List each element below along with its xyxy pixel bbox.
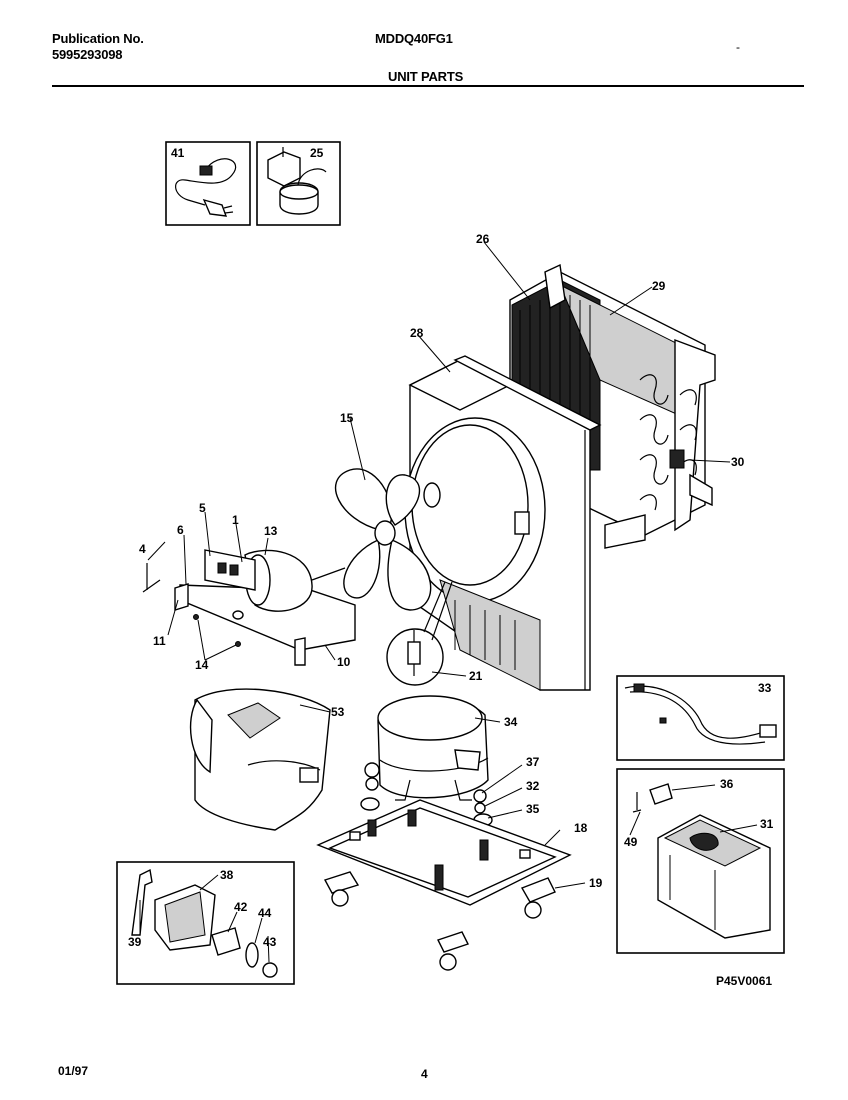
inset-float-switch xyxy=(116,861,295,985)
callout-53: 53 xyxy=(331,705,345,719)
callout-29: 29 xyxy=(652,279,666,293)
callout-42: 42 xyxy=(234,900,248,914)
compressor-cover xyxy=(189,688,331,831)
callout-34: 34 xyxy=(504,715,518,729)
dash-mark: - xyxy=(736,40,740,54)
callout-26: 26 xyxy=(476,232,490,246)
callout-21: 21 xyxy=(469,669,483,683)
compressor xyxy=(377,695,489,801)
callout-30: 30 xyxy=(731,455,745,469)
callouts: 41 25 26 29 28 15 30 5 1 6 13 4 11 14 10… xyxy=(128,146,774,949)
callout-5: 5 xyxy=(199,501,206,515)
callout-19: 19 xyxy=(589,876,603,890)
fan-blade xyxy=(334,468,432,611)
model-number: MDDQ40FG1 xyxy=(375,31,453,46)
callout-13: 13 xyxy=(264,524,278,538)
publication-date: 01/97 xyxy=(58,1064,89,1078)
header-rule xyxy=(52,85,804,87)
callout-36: 32 xyxy=(526,779,540,793)
inset-compressor-overload xyxy=(256,141,341,226)
fan-motor-assembly xyxy=(142,549,356,666)
inset-thermistor xyxy=(386,581,453,686)
inset-wiring-harness xyxy=(616,675,785,761)
callout-15: 15 xyxy=(340,411,354,425)
callout-44: 44 xyxy=(258,906,272,920)
callout-39: 39 xyxy=(128,935,142,949)
inset-water-bucket xyxy=(616,768,785,954)
callout-6: 6 xyxy=(177,523,184,537)
callout-49: 49 xyxy=(624,835,638,849)
callout-25: 25 xyxy=(310,146,324,160)
callout-32: 36 xyxy=(720,777,734,791)
inset-power-cord xyxy=(165,141,251,226)
callout-14: 14 xyxy=(195,658,209,672)
casters xyxy=(323,871,556,971)
callout-4: 4 xyxy=(139,542,146,556)
callout-43: 43 xyxy=(263,935,277,949)
fan-shroud xyxy=(404,355,602,691)
callout-31: 31 xyxy=(760,817,774,831)
publication-label: Publication No. xyxy=(52,31,144,46)
page-number: 4 xyxy=(421,1067,428,1081)
callout-35: 35 xyxy=(526,802,540,816)
callout-28: 28 xyxy=(410,326,424,340)
callout-10: 10 xyxy=(337,655,351,669)
callout-37: 37 xyxy=(526,755,540,769)
callout-41: 41 xyxy=(171,146,185,160)
callout-18: 18 xyxy=(574,821,588,835)
callout-11: 11 xyxy=(153,634,166,648)
publication-number: 5995293098 xyxy=(52,47,123,62)
callout-1: 1 xyxy=(232,513,239,527)
section-title: UNIT PARTS xyxy=(388,69,464,84)
base-pan xyxy=(316,799,572,906)
callout-38: 38 xyxy=(220,868,234,882)
callout-33: 33 xyxy=(758,681,772,695)
leader-lines xyxy=(139,241,758,963)
drawing-code: P45V0061 xyxy=(716,974,773,988)
